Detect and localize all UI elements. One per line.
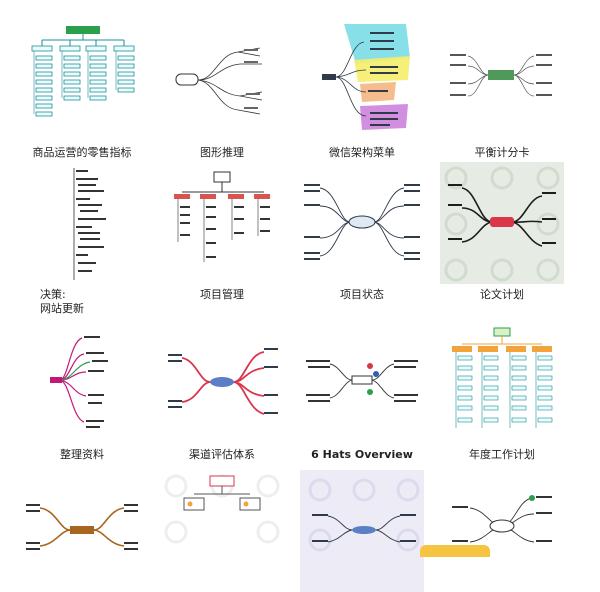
- template-tile-six-hats[interactable]: 6 Hats Overview: [300, 322, 424, 462]
- six-hats-diagram: [306, 360, 418, 402]
- template-label: 项目管理: [200, 288, 244, 301]
- template-thumbnail[interactable]: [440, 20, 564, 142]
- template-label: 商品运营的零售指标: [32, 146, 132, 159]
- template-thumbnail[interactable]: [20, 20, 144, 142]
- template-thumbnail[interactable]: [20, 470, 144, 592]
- root-node: [493, 327, 511, 337]
- template-thumbnail[interactable]: [20, 322, 144, 444]
- template-gallery: 商品运营的零售指标 图形推理: [20, 20, 564, 592]
- organize-data-diagram: [50, 336, 108, 428]
- pattern-orgchart-diagram: [164, 474, 280, 544]
- template-tile-decision-website[interactable]: 决策: 网站更新: [20, 162, 144, 316]
- template-label: 平衡计分卡: [474, 146, 530, 159]
- center-node: [489, 519, 515, 533]
- template-label: 图形推理: [200, 146, 244, 159]
- template-tile-graphic-reasoning[interactable]: 图形推理: [160, 20, 284, 160]
- template-thumbnail[interactable]: [160, 20, 284, 142]
- center-node: [351, 375, 373, 385]
- center-node: [488, 70, 514, 80]
- thesis-plan-diagram: [440, 162, 564, 284]
- template-tile-row4-c[interactable]: [300, 470, 424, 592]
- channel-evaluation-diagram: [168, 348, 278, 415]
- template-label: 整理资料: [60, 448, 104, 461]
- template-tile-project-status[interactable]: 项目状态: [300, 162, 424, 302]
- promo-tab[interactable]: [420, 545, 490, 557]
- template-tile-wechat-menu[interactable]: 微信架构菜单: [300, 20, 424, 160]
- center-node: [352, 526, 376, 534]
- template-tile-project-management[interactable]: 项目管理: [160, 162, 284, 302]
- template-label: 年度工作计划: [469, 448, 535, 461]
- template-thumbnail[interactable]: [160, 470, 284, 592]
- template-label: 项目状态: [340, 288, 384, 301]
- template-thumbnail[interactable]: [300, 162, 424, 284]
- template-tile-row4-b[interactable]: [160, 470, 284, 592]
- template-label: 论文计划: [480, 288, 524, 301]
- decision-website-diagram: [73, 168, 106, 280]
- template-thumbnail[interactable]: [300, 322, 424, 444]
- line-mindmap-diagram: [452, 495, 552, 543]
- center-node: [490, 217, 514, 227]
- wechat-menu-diagram: [322, 24, 410, 130]
- template-tile-thesis-plan[interactable]: 论文计划: [440, 162, 564, 302]
- template-tile-channel-evaluation[interactable]: 渠道评估体系: [160, 322, 284, 462]
- center-node: [50, 377, 62, 383]
- graphic-reasoning-diagram: [175, 47, 263, 115]
- template-tile-row4-d[interactable]: [440, 470, 564, 592]
- project-management-diagram: [174, 171, 270, 262]
- root-node: [213, 171, 231, 183]
- template-thumbnail[interactable]: [440, 470, 564, 592]
- template-thumbnail[interactable]: [440, 162, 564, 284]
- center-node: [348, 215, 376, 229]
- retail-metrics-diagram: [31, 26, 135, 117]
- template-tile-annual-plan[interactable]: 年度工作计划: [440, 322, 564, 462]
- swirl-mindmap-diagram: [300, 470, 424, 592]
- template-tile-row4-a[interactable]: [20, 470, 144, 592]
- root-node: [66, 26, 100, 34]
- center-node: [175, 73, 199, 86]
- brown-mindmap-diagram: [26, 504, 138, 550]
- template-thumbnail[interactable]: [160, 322, 284, 444]
- project-status-diagram: [304, 184, 420, 260]
- root-node: [209, 475, 235, 487]
- center-node: [210, 377, 234, 387]
- annual-plan-diagram: [452, 327, 553, 428]
- center-node: [322, 74, 336, 80]
- template-label: 渠道评估体系: [189, 448, 255, 461]
- template-thumbnail[interactable]: [300, 470, 424, 592]
- template-thumbnail[interactable]: [20, 162, 144, 284]
- template-thumbnail[interactable]: [160, 162, 284, 284]
- template-tile-retail-metrics[interactable]: 商品运营的零售指标: [20, 20, 144, 160]
- template-tile-balanced-scorecard[interactable]: 平衡计分卡: [440, 20, 564, 160]
- template-label: 6 Hats Overview: [311, 448, 413, 461]
- balanced-scorecard-diagram: [450, 54, 552, 97]
- template-label: 决策: 网站更新: [40, 288, 84, 315]
- template-thumbnail[interactable]: [440, 322, 564, 444]
- template-tile-organize-data[interactable]: 整理资料: [20, 322, 144, 462]
- template-label: 微信架构菜单: [329, 146, 395, 159]
- center-node: [70, 526, 94, 534]
- template-thumbnail[interactable]: [300, 20, 424, 142]
